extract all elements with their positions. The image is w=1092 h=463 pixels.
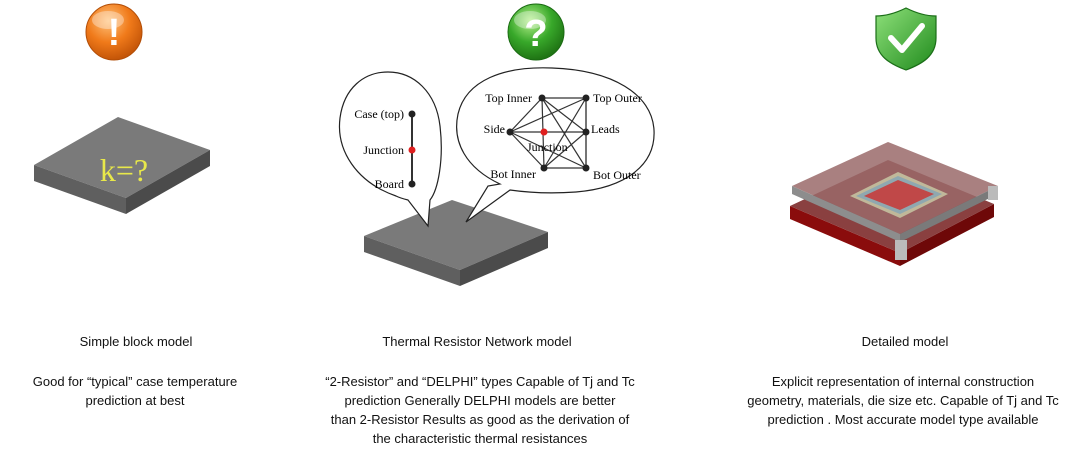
two-resistor-bubble: Case (top) Junction Board: [338, 71, 442, 228]
node-label-top-outer: Top Outer: [593, 91, 642, 105]
title-detailed-model: Detailed model: [861, 334, 949, 349]
node-label-bot-inner: Bot Inner: [490, 167, 536, 181]
desc-thermal-resistor-network-model: “2-Resistor” and “DELPHI” types Capable …: [325, 374, 635, 446]
node-label-junction: Junction: [363, 143, 404, 157]
delphi-bubble: Top Inner Top Outer Side Leads Junction …: [456, 67, 655, 223]
node-label-bot-outer: Bot Outer: [593, 168, 641, 182]
node-label-junction-delphi: Junction: [527, 140, 568, 154]
detailed-package: [790, 142, 998, 266]
svg-text:?: ?: [524, 13, 547, 55]
desc-detailed-model: Explicit representation of internal cons…: [747, 374, 1059, 427]
svg-text:!: !: [108, 12, 121, 54]
title-thermal-resistor-network-model: Thermal Resistor Network model: [382, 334, 572, 349]
node-label-top-inner: Top Inner: [485, 91, 532, 105]
node-label-case-top: Case (top): [354, 107, 404, 121]
title-simple-block-model: Simple block model: [79, 334, 193, 349]
node-label-leads: Leads: [591, 122, 620, 136]
node-label-board: Board: [375, 177, 404, 191]
network-block: [364, 200, 548, 286]
desc-simple-block-model: Good for “typical” case temperature pred…: [32, 374, 238, 408]
question-icon: ?: [507, 3, 565, 61]
k-unknown-label: k=?: [100, 152, 148, 188]
exclamation-icon: !: [85, 3, 143, 61]
node-label-side: Side: [484, 122, 505, 136]
check-shield-icon: [875, 7, 937, 71]
simple-block: k=?: [34, 117, 210, 214]
